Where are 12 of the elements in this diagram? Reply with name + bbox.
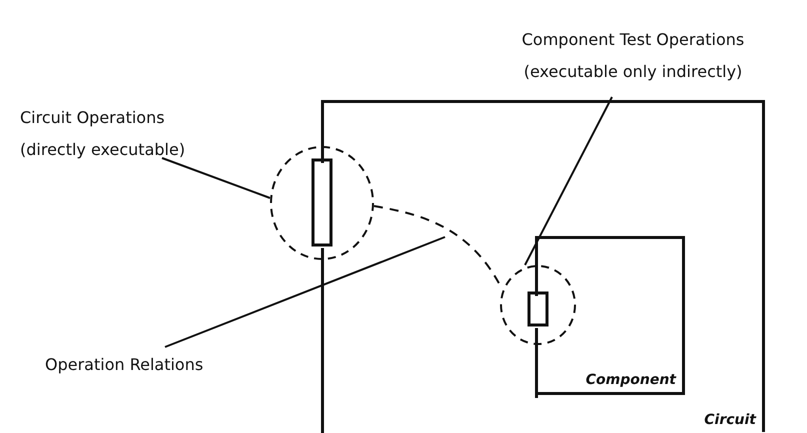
outline-box [535, 236, 685, 395]
box-label: Component [586, 372, 676, 388]
annotation-label: Circuit Operations [20, 108, 166, 128]
leader-line [162, 157, 270, 199]
annotation-label: Component Test Operations [520, 30, 746, 50]
outline-box [321, 100, 765, 432]
annotation-label: (executable only indirectly) [522, 62, 744, 82]
leader-line [164, 236, 446, 348]
box-label: Circuit [704, 412, 756, 428]
annotation-label: (directly executable) [20, 140, 186, 160]
annotation-label: Operation Relations [45, 355, 204, 375]
leader-line [524, 96, 613, 266]
